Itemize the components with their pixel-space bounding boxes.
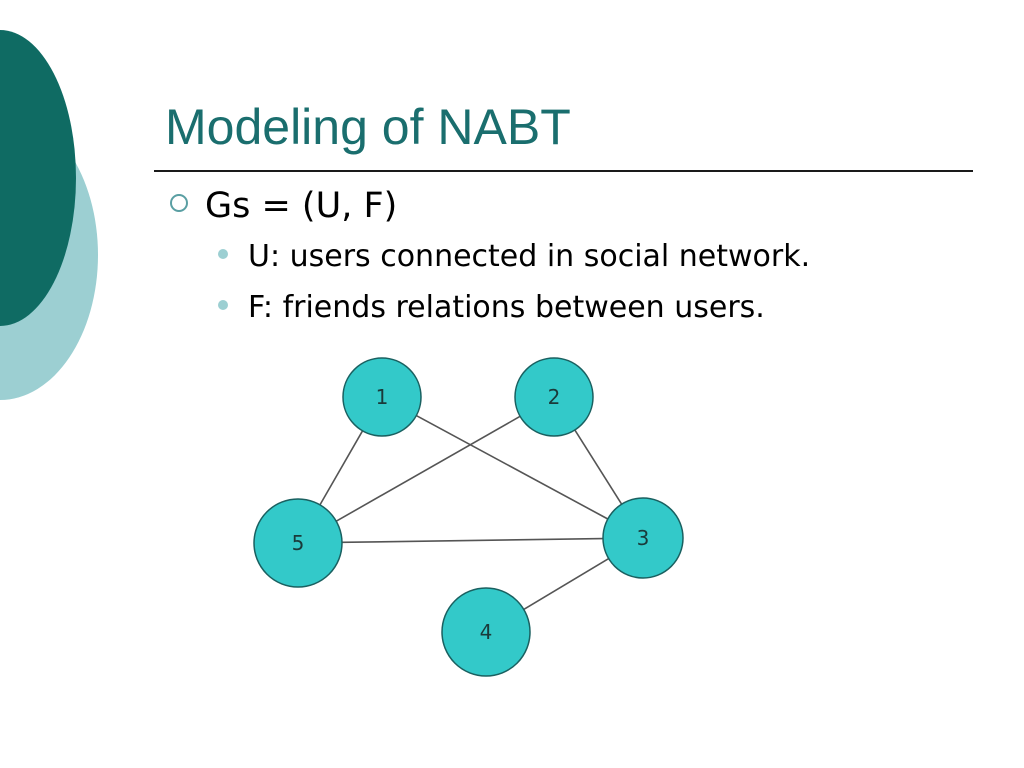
title-divider (154, 170, 973, 172)
sub-bullet-text: F: friends relations between users. (248, 290, 765, 325)
bullet-main-text: Gs = (U, F) (205, 186, 398, 226)
node-label: 1 (376, 385, 389, 409)
social-graph: 1 2 3 4 5 (253, 357, 684, 677)
slide-title: Modeling of NABT (165, 99, 571, 155)
bullet-main: Gs = (U, F) (170, 183, 397, 229)
edge-1-3 (415, 414, 609, 520)
slide-decoration (0, 30, 98, 400)
sub-bullet-users: U: users connected in social network. (218, 237, 810, 277)
edge-2-5 (335, 415, 521, 522)
decor-circle-dark (0, 30, 76, 326)
hollow-circle-bullet-icon (170, 194, 188, 212)
edge-1-5 (319, 430, 364, 506)
node-circle (342, 357, 422, 437)
node-circle (253, 498, 343, 588)
node-circle (441, 587, 531, 677)
dot-bullet-icon (218, 249, 228, 259)
dot-bullet-icon (218, 300, 228, 310)
edge-3-4 (523, 557, 610, 611)
node-label: 4 (480, 620, 493, 644)
node-label: 5 (292, 531, 305, 555)
node-1: 1 (342, 357, 422, 437)
node-2: 2 (514, 357, 594, 437)
graph-nodes: 1 2 3 4 5 (253, 357, 684, 677)
edge-5-3 (341, 537, 604, 544)
node-4: 4 (441, 587, 531, 677)
edge-2-3 (574, 429, 623, 505)
node-label: 2 (548, 385, 561, 409)
sub-bullet-friends: F: friends relations between users. (218, 288, 765, 328)
node-label: 3 (637, 526, 650, 550)
graph-edges (319, 414, 623, 611)
sub-bullet-text: U: users connected in social network. (248, 239, 811, 274)
node-5: 5 (253, 498, 343, 588)
node-3: 3 (602, 497, 684, 579)
node-circle (514, 357, 594, 437)
node-circle (602, 497, 684, 579)
